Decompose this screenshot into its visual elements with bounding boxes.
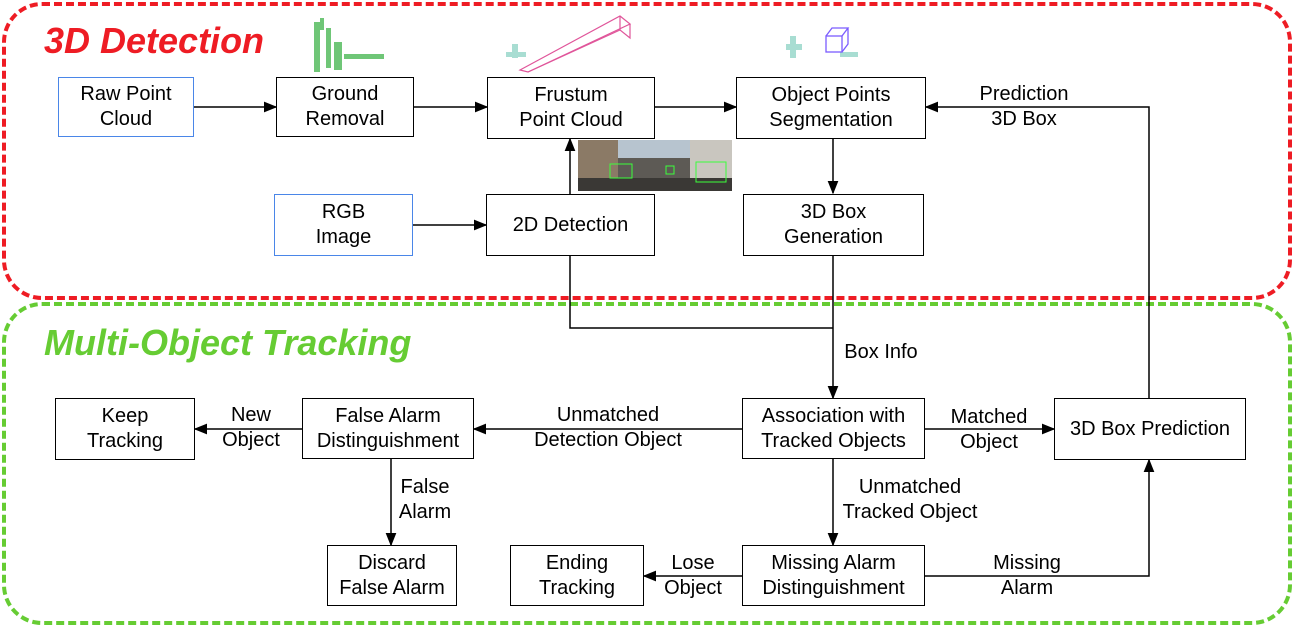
edge-prediction-feedback xyxy=(924,101,1150,398)
prediction-3d-box-label: Prediction 3D Box xyxy=(979,83,1069,130)
tracking-region-title: Multi-Object Tracking xyxy=(44,322,412,363)
edge-missing-to-prediction xyxy=(925,458,1155,577)
detection-region xyxy=(2,2,1292,300)
association-box: Association with Tracked Objects xyxy=(742,398,925,459)
missing-alarm-distinguishment-box: Missing Alarm Distinguishment xyxy=(742,545,925,606)
new-object-label: New Object xyxy=(222,404,280,451)
keep-tracking-box: Keep Tracking xyxy=(55,398,195,460)
ground-removal-box: Ground Removal xyxy=(276,77,414,137)
ground-point-cloud-thumbnail xyxy=(314,18,384,72)
segmented-points-thumbnail xyxy=(786,27,858,58)
frustum-point-cloud-thumbnail xyxy=(506,15,632,73)
matched-object-label: Matched Object xyxy=(950,406,1028,453)
detection-region-title: 3D Detection xyxy=(44,20,265,61)
false-alarm-distinguishment-box: False Alarm Distinguishment xyxy=(302,398,474,459)
object-points-segmentation-box: Object Points Segmentation xyxy=(736,77,926,139)
3d-box-prediction-box: 3D Box Prediction xyxy=(1054,398,1246,460)
discard-false-alarm-box: Discard False Alarm xyxy=(327,545,457,606)
rgb-image-box: RGB Image xyxy=(274,194,413,256)
lose-object-label: Lose Object xyxy=(664,552,722,599)
tracking-region xyxy=(2,302,1292,625)
edge-2d-to-merge xyxy=(569,256,833,329)
false-alarm-label: False Alarm xyxy=(398,476,452,523)
3d-box-generation-box: 3D Box Generation xyxy=(743,194,924,256)
raw-point-cloud-box: Raw Point Cloud xyxy=(58,77,194,137)
missing-alarm-label: Missing Alarm xyxy=(993,552,1061,599)
2d-detection-box: 2D Detection xyxy=(486,194,655,256)
unmatched-tracked-object-label: Unmatched Tracked Object xyxy=(842,476,978,523)
ending-tracking-box: Ending Tracking xyxy=(510,545,644,606)
box-info-label: Box Info xyxy=(844,341,918,363)
rgb-detection-thumbnail xyxy=(578,140,732,191)
frustum-point-cloud-box: Frustum Point Cloud xyxy=(487,77,655,139)
unmatched-detection-object-label: Unmatched Detection Object xyxy=(534,404,682,451)
